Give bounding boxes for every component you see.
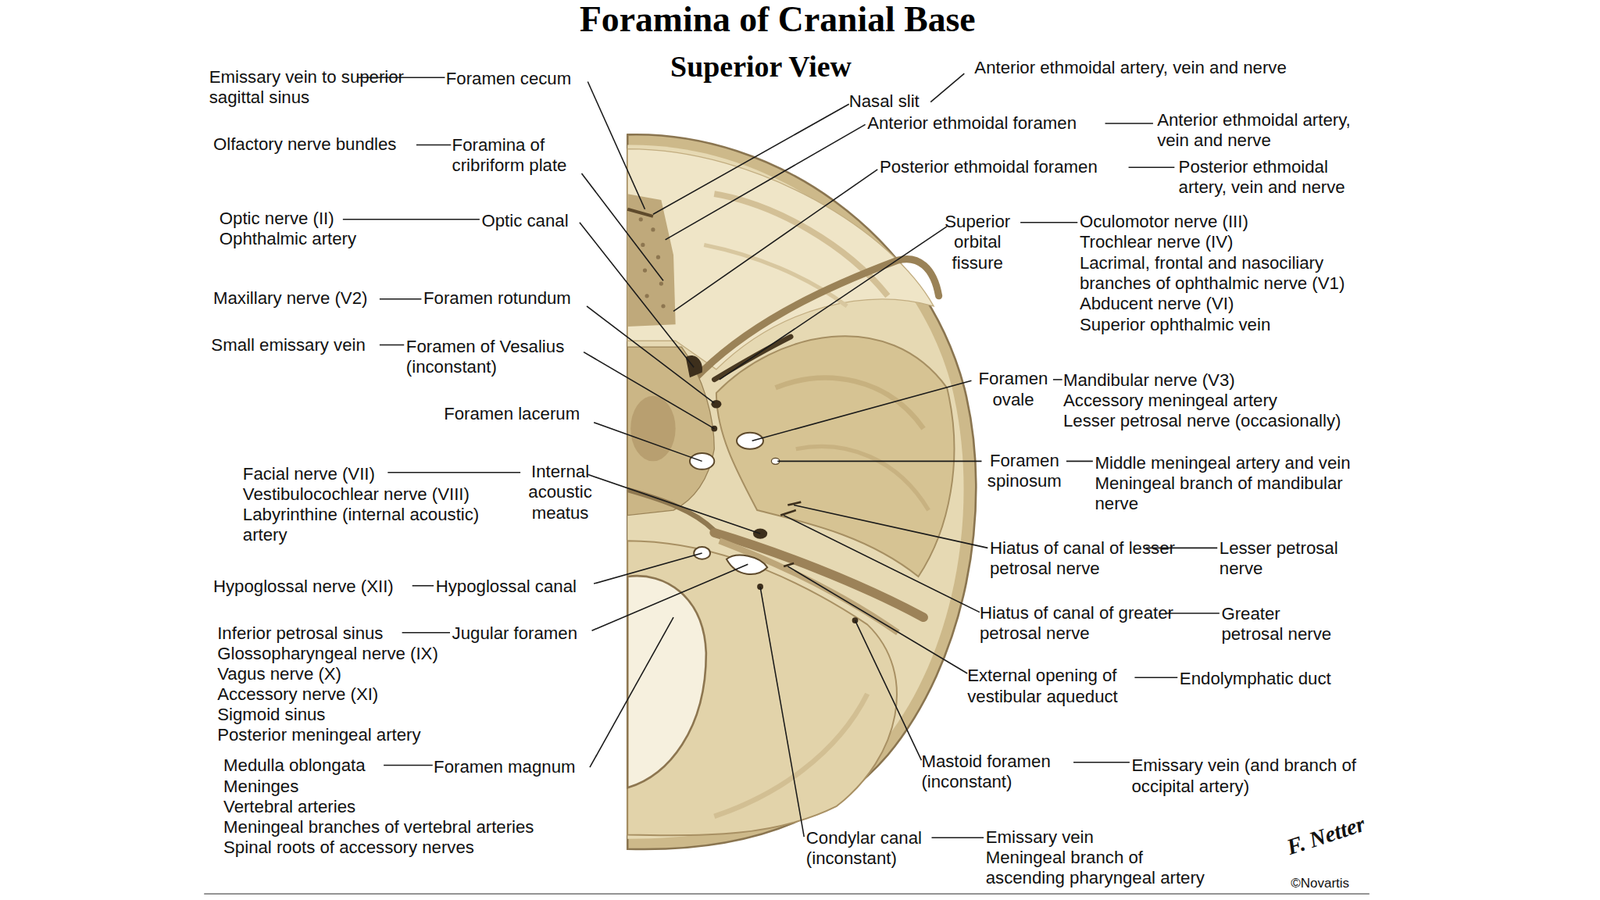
anatomy-label: Sigmoid sinus [217, 705, 325, 726]
anatomy-label: Foramen rotundum [423, 289, 572, 310]
anatomy-label: Medulla oblongata [223, 756, 365, 777]
anatomy-label: Posterior meningeal artery [217, 725, 421, 747]
anatomy-label: Meningeal branch of ascending pharyngeal… [985, 847, 1223, 889]
anatomy-label: Glossopharyngeal nerve (IX) [217, 643, 439, 665]
anatomy-label: Lacrimal, frontal and nasociliary branch… [1079, 253, 1376, 294]
artist-signature: F. Netter [1283, 810, 1369, 861]
anatomy-label: Olfactory nerve bundles [213, 134, 397, 155]
anatomy-label: Hiatus of canal of lesser petrosal nerve [989, 539, 1176, 580]
anatomy-label: Spinal roots of accessory nerves [223, 837, 475, 858]
anatomy-label: Abducent nerve (VI) [1079, 293, 1234, 315]
anatomy-label: Foramen ovale [971, 369, 1055, 411]
anatomy-label: Emissary vein (and branch of occipital a… [1131, 756, 1366, 797]
anatomy-label: Anterior ethmoidal artery, vein and nerv… [1157, 110, 1351, 151]
anatomy-label: Superior orbital fissure [936, 212, 1018, 274]
anatomy-label: Trochlear nerve (IV) [1079, 232, 1234, 254]
anatomy-label: Meningeal branch of mandibular nerve [1094, 473, 1375, 515]
anatomy-label: Emissary vein to superior sagittal sinus [209, 67, 409, 108]
anatomy-label: Ophthalmic artery [219, 229, 357, 250]
anatomy-label: Facial nerve (VII) [242, 464, 375, 485]
anatomy-label: Vestibulocochlear nerve (VIII) [242, 484, 470, 505]
anatomy-label: Labyrinthine (internal acoustic) artery [242, 505, 524, 547]
anatomy-label: Anterior ethmoidal foramen [867, 113, 1077, 134]
anatomy-label: Optic nerve (II) [219, 209, 335, 230]
anatomy-label: Superior ophthalmic vein [1079, 315, 1271, 336]
anatomy-label: Small emissary vein [210, 335, 365, 357]
anatomy-label: Mandibular nerve (V3) [1063, 370, 1236, 391]
anatomy-label: Lesser petrosal nerve [1219, 539, 1344, 580]
anatomy-label: Foramen magnum [433, 757, 575, 778]
anatomy-label: Accessory meningeal artery [1063, 390, 1278, 411]
anatomy-label: Meninges [223, 776, 299, 797]
anatomy-label: Posterior ethmoidal foramen [879, 157, 1098, 178]
anatomy-label: Lesser petrosal nerve (occasionally) [1063, 410, 1341, 432]
anatomy-label: Emissary vein [985, 827, 1094, 848]
anatomy-label: Jugular foramen [452, 623, 578, 644]
anatomy-label: Foramen cecum [446, 69, 572, 90]
anatomy-label: Accessory nerve (XI) [217, 684, 379, 705]
anatomy-label: Foramen lacerum [443, 403, 580, 425]
anatomy-label: Internal acoustic meatus [519, 462, 601, 524]
copyright-note: ©Novartis [1290, 875, 1350, 893]
anatomy-label: Vertebral arteries [223, 796, 356, 818]
anatomy-label: Middle meningeal artery and vein [1094, 453, 1350, 474]
anatomy-label: Mastoid foramen (inconstant) [921, 752, 1065, 793]
anatomy-label: Inferior petrosal sinus [217, 623, 383, 644]
anatomy-label: Optic canal [481, 210, 568, 232]
anatomy-label: Hypoglossal nerve (XII) [213, 576, 394, 597]
anatomy-label: Posterior ethmoidal artery, vein and ner… [1178, 157, 1373, 198]
anatomy-label: Foramen spinosum [979, 450, 1070, 492]
anatomy-label: Vagus nerve (X) [217, 664, 342, 685]
anatomy-label: External opening of vestibular aqueduct [967, 666, 1141, 708]
anatomy-label: Maxillary nerve (V2) [213, 289, 368, 310]
anatomy-label: Hypoglossal canal [435, 576, 577, 597]
anatomy-label: Oculomotor nerve (III) [1079, 212, 1249, 233]
diagram-subtitle: Superior View [670, 49, 852, 84]
anatomy-label: Endolymphatic duct [1179, 669, 1332, 690]
anatomy-label: Foramen of Vesalius (inconstant) [406, 336, 583, 378]
anatomy-label: Anterior ethmoidal artery, vein and nerv… [974, 57, 1286, 79]
anatomy-label: Greater petrosal nerve [1221, 603, 1346, 645]
anatomy-label: Foramina of cribriform plate [452, 135, 596, 177]
anatomy-label: Nasal slit [849, 92, 920, 113]
anatomy-label: Meningeal branches of vertebral arteries [223, 817, 534, 838]
anatomy-label: Hiatus of canal of greater petrosal nerv… [979, 603, 1174, 644]
anatomy-label: Condylar canal (inconstant) [806, 828, 940, 870]
diagram-title: Foramina of Cranial Base [0, 0, 1556, 41]
